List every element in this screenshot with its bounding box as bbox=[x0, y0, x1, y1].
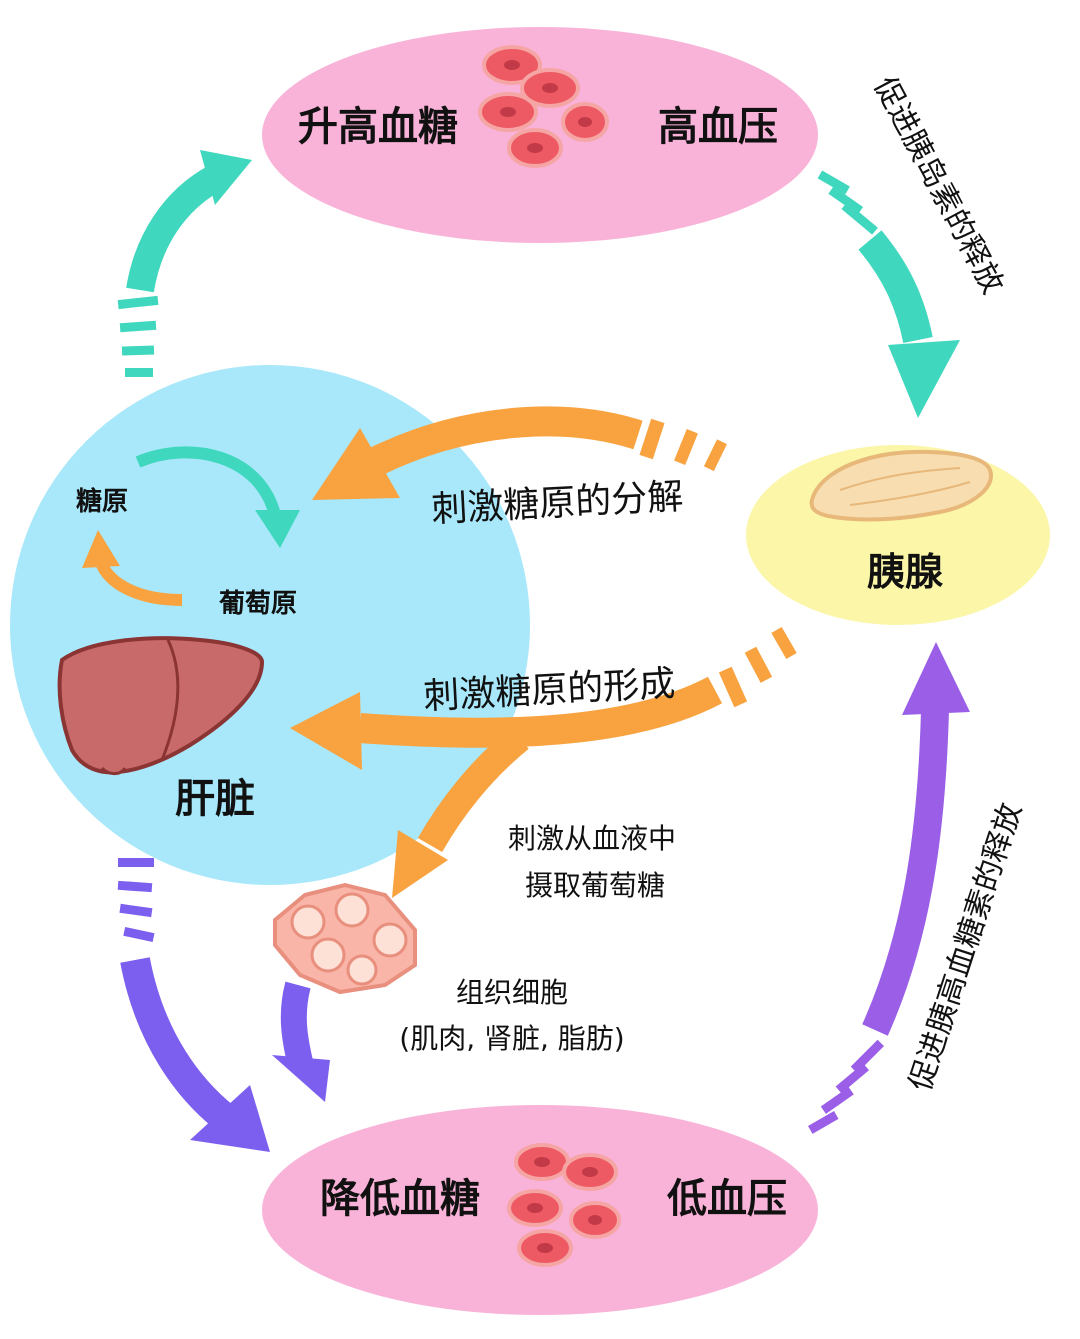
bottom-right-label: 低血压 bbox=[667, 1176, 787, 1222]
bottom-left-label: 降低血糖 bbox=[320, 1176, 480, 1222]
arrow-top-to-pancreas bbox=[817, 170, 960, 418]
tissue-cells-icon bbox=[273, 882, 417, 995]
arrow-formation bbox=[290, 627, 797, 898]
uptake-label-line1: 刺激从血液中 bbox=[508, 822, 676, 855]
arrow-liver-to-top bbox=[117, 150, 252, 377]
blood-cells-top-icon bbox=[478, 45, 609, 168]
arrow-tissue-to-bottom bbox=[272, 981, 330, 1102]
uptake-label-line2: 摄取葡萄糖 bbox=[525, 869, 665, 902]
arrow-glucose-to-glycogen bbox=[82, 530, 183, 606]
top-left-label: 升高血糖 bbox=[298, 104, 458, 150]
top-right-label: 高血压 bbox=[658, 104, 778, 150]
glucose-label: 葡萄原 bbox=[219, 589, 297, 619]
tissue-label-line1: 组织细胞 bbox=[456, 976, 568, 1009]
glycogen-label: 糖原 bbox=[76, 486, 128, 517]
pancreas-label: 胰腺 bbox=[867, 550, 944, 594]
liver-label: 肝脏 bbox=[175, 776, 255, 822]
liver-icon bbox=[57, 636, 265, 776]
arrow-bottom-to-pancreas bbox=[808, 642, 970, 1134]
pancreas-icon bbox=[809, 449, 993, 522]
arrow-glycogen-to-glucose bbox=[135, 446, 300, 548]
blood-cells-bottom-icon bbox=[507, 1143, 621, 1267]
tissue-label-line2: (肌肉, 肾脏, 脂肪) bbox=[399, 1022, 624, 1055]
arrow-breakdown bbox=[312, 406, 727, 500]
arrow-liver-to-bottom bbox=[117, 858, 270, 1152]
